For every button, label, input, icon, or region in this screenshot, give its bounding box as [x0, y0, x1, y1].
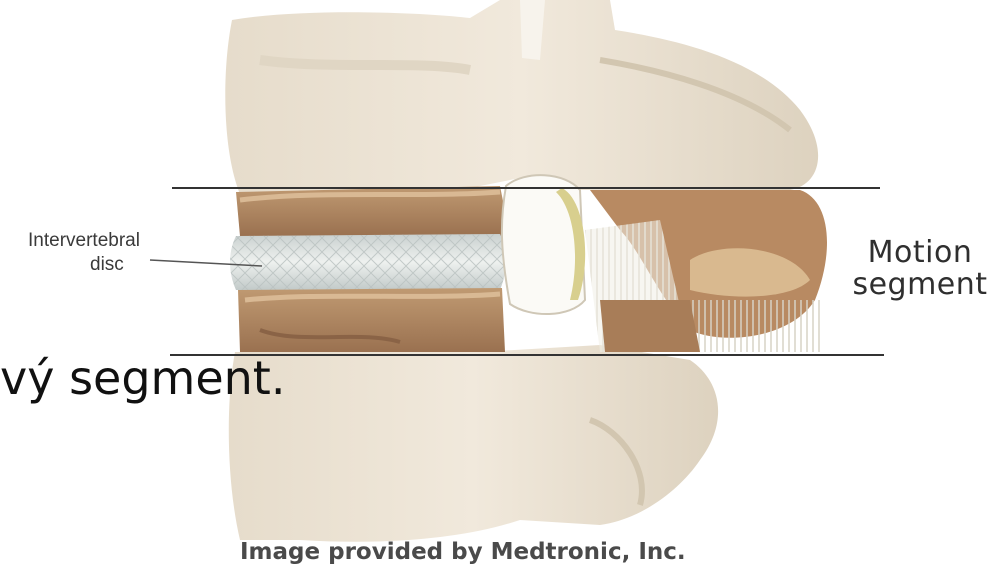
disc-label-line1: Intervertebral: [28, 230, 140, 251]
upper-vertebra: [225, 0, 818, 194]
intervertebral-disc-label: Intervertebral disc: [28, 229, 218, 277]
motion-segment-label: Motion segment: [836, 237, 1004, 301]
motion-label-line2: segment: [836, 269, 1004, 301]
image-credit: Image provided by Medtronic, Inc.: [240, 537, 800, 567]
motion-segment-band: [230, 175, 827, 352]
disc-label-line2: disc: [28, 253, 218, 277]
motion-label-line1: Motion: [836, 237, 1004, 269]
slide-caption-text: vý segment.: [0, 350, 460, 406]
